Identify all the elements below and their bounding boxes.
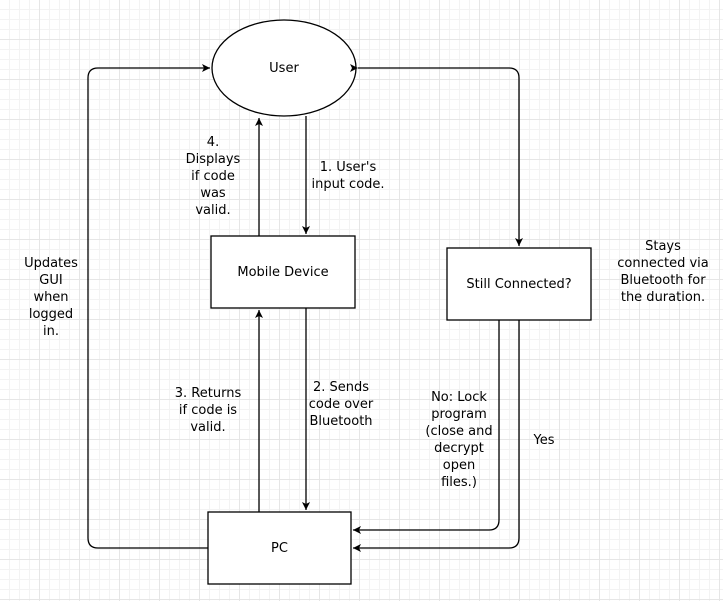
- pc-node[interactable]: [207, 511, 352, 585]
- pc-label: PC: [271, 541, 288, 556]
- stays-connected-note: Stays connected via Bluetooth for the du…: [617, 239, 709, 305]
- mobile-to-pc-label: 2. Sends code over Bluetooth: [308, 380, 374, 429]
- edge-pc-to-user: [87, 64, 210, 549]
- still-connected-no-label: No: Lock program (close and decrypt open…: [425, 390, 493, 490]
- mobile-device-node[interactable]: [210, 235, 356, 309]
- edge-still-connected-yes: [353, 320, 520, 552]
- edge-user-still-connected: [350, 64, 523, 246]
- user-label: User: [269, 61, 299, 76]
- mobile-device-label: Mobile Device: [237, 265, 329, 280]
- still-connected-yes-label: Yes: [533, 433, 555, 448]
- still-connected-label: Still Connected?: [466, 277, 572, 292]
- mobile-to-user-label: 4. Displays if code was valid.: [185, 135, 241, 218]
- pc-to-mobile-label: 3. Returns if code is valid.: [174, 386, 242, 435]
- edge-still-connected-no: [353, 320, 500, 534]
- still-connected-node[interactable]: [446, 247, 592, 321]
- user-to-mobile-label: 1. User's input code.: [311, 160, 385, 192]
- pc-to-user-label: Updates GUI when logged in.: [24, 256, 78, 339]
